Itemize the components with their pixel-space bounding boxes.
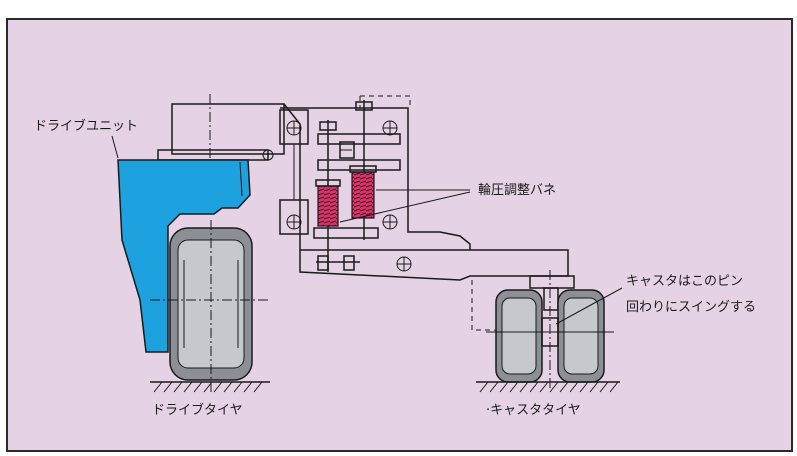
- drive-tire: [150, 220, 270, 393]
- drive-unit: [117, 94, 285, 353]
- label-caster-tire: ·キャスタタイヤ: [486, 403, 581, 418]
- label-caster-note-1: キャスタはこのピン: [626, 274, 743, 289]
- drive-unit-body: [117, 159, 251, 353]
- spring-assembly: [313, 100, 401, 272]
- caster-arm: [299, 249, 570, 331]
- leader-lines: [111, 135, 623, 325]
- label-caster-note-2: 回わりにスイングする: [626, 300, 756, 315]
- caster-tires: [476, 270, 620, 393]
- label-drive-unit: ドライブユニット: [34, 118, 138, 134]
- label-drive-tire: ドライブタイヤ: [152, 402, 243, 418]
- label-spring: 輪圧調整バネ: [478, 182, 556, 198]
- frame-bracket: [279, 95, 471, 250]
